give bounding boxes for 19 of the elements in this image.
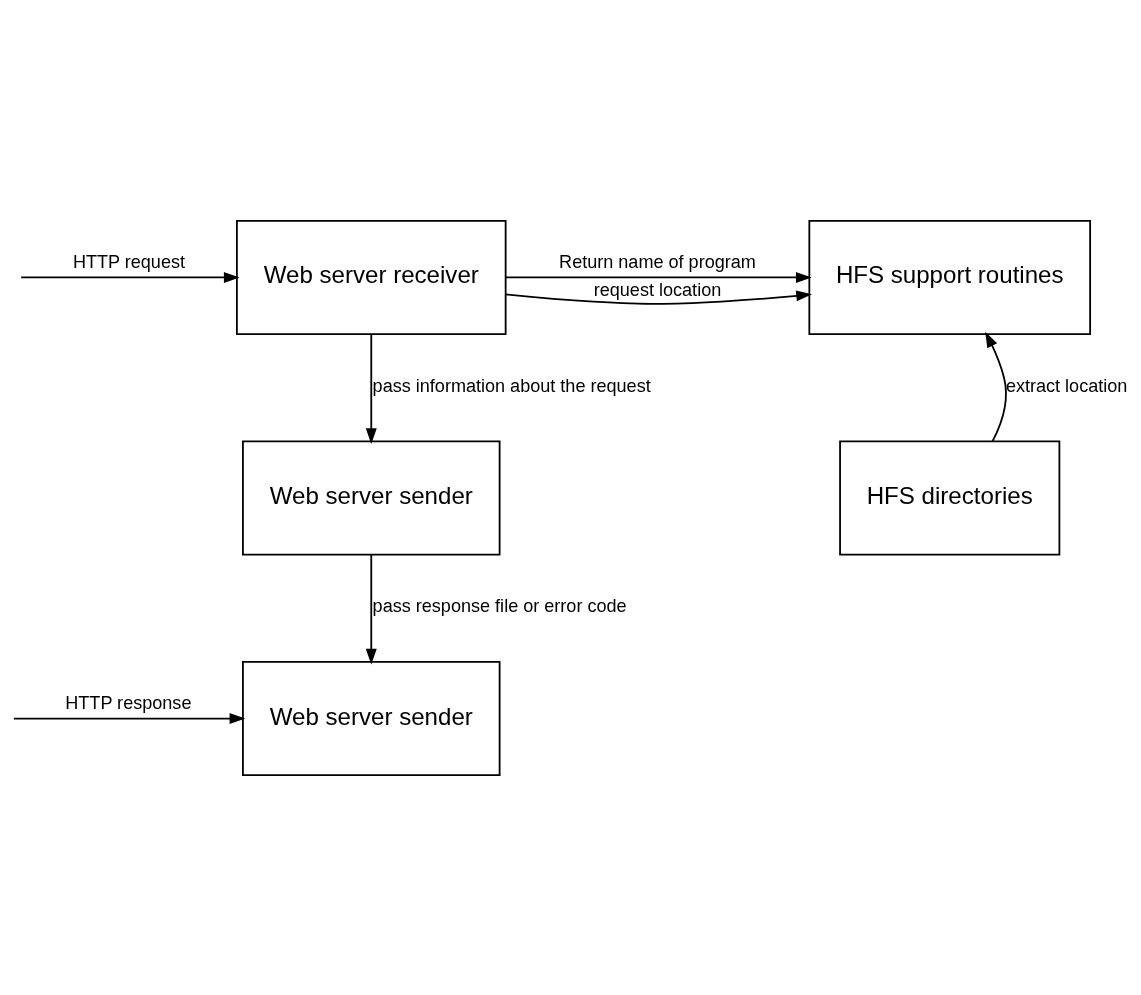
edge-label: pass information about the request [372, 375, 651, 396]
edge-label: request location [593, 279, 722, 300]
edge-label: pass response file or error code [372, 595, 627, 616]
node-box: HFS directories [839, 439, 1061, 556]
arrow [504, 271, 812, 283]
node-box: Web server receiver [236, 219, 507, 335]
node-box: HFS support routines [808, 219, 1092, 335]
node-box: Web server sender [242, 439, 501, 556]
node-box: Web server sender [242, 660, 501, 776]
edge-label: Return name of program [559, 251, 756, 272]
arrow [365, 553, 377, 665]
edge-label: extract location [1005, 375, 1128, 396]
arrow [985, 331, 1007, 442]
arrow [365, 332, 377, 444]
arrow [13, 712, 246, 724]
arrow [504, 289, 812, 305]
arrow [20, 271, 240, 283]
edge-label: HTTP request [72, 251, 186, 272]
edge-label: HTTP response [65, 692, 192, 713]
